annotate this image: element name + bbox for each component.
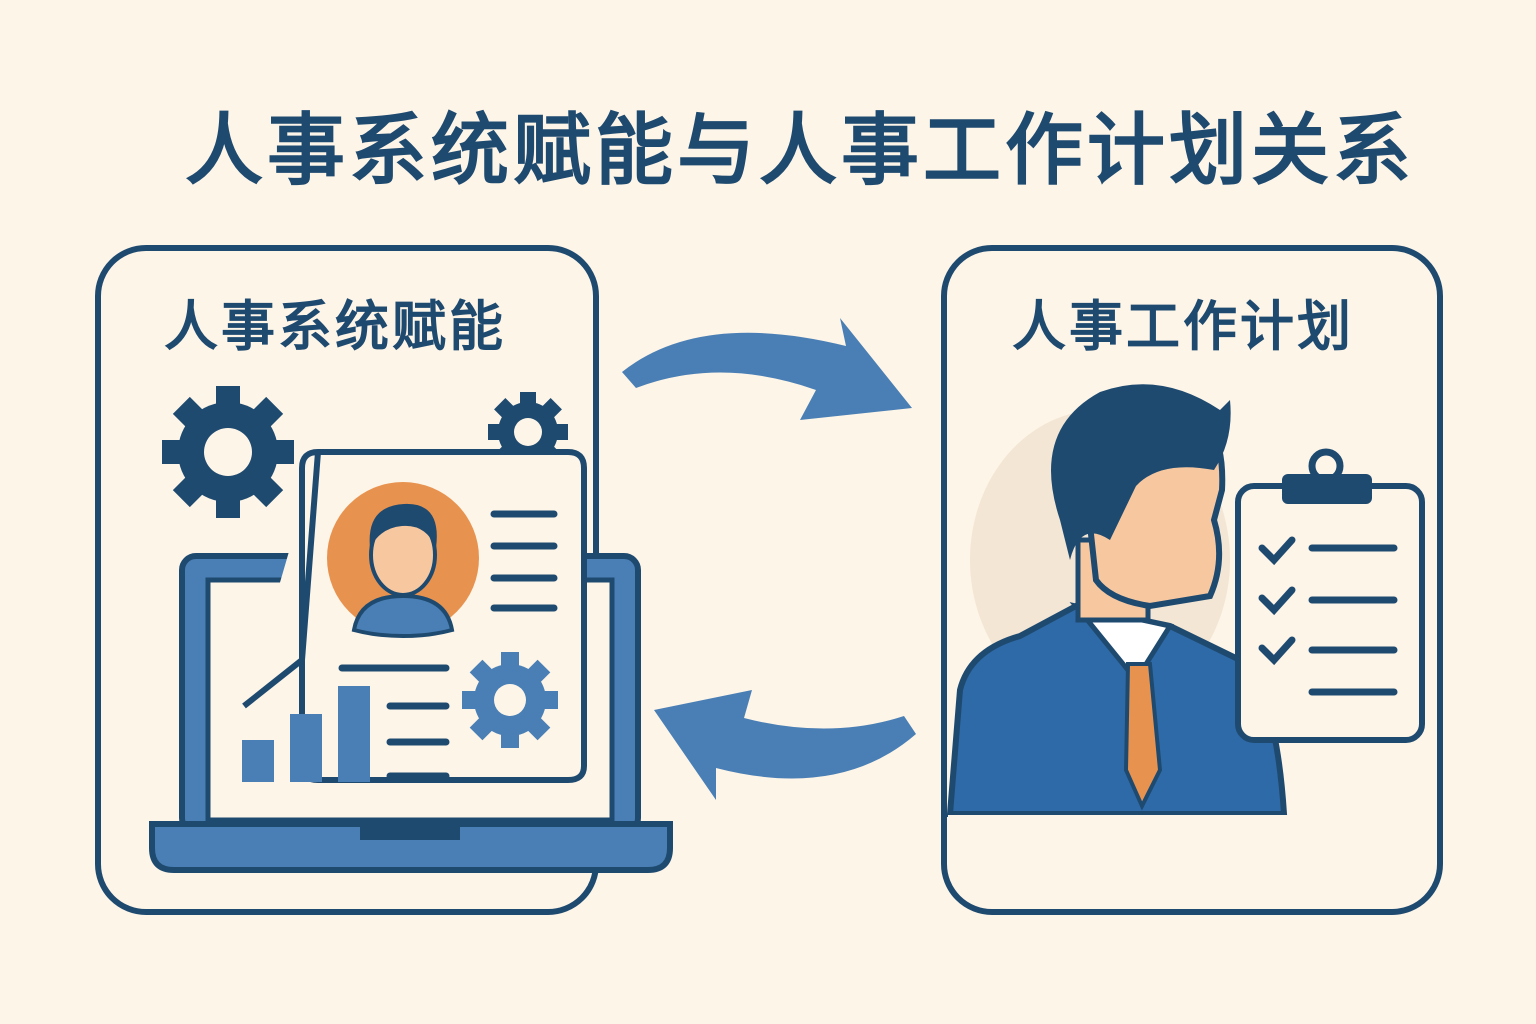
clipboard-checklist-icon xyxy=(1235,448,1425,743)
bar-chart-icon xyxy=(242,686,370,782)
page-title: 人事系统赋能与人事工作计划关系 xyxy=(184,106,1415,196)
right-panel-label: 人事工作计划 xyxy=(1012,295,1354,358)
left-panel-label: 人事系统赋能 xyxy=(164,295,506,358)
gear-icon xyxy=(162,386,294,518)
card-gear-icon xyxy=(462,652,558,748)
small-gear-icon xyxy=(488,392,568,472)
businessman-icon xyxy=(946,384,1288,817)
arrow-to-plan xyxy=(622,318,912,420)
right-panel-frame xyxy=(941,245,1443,915)
arrow-to-system xyxy=(654,690,916,800)
